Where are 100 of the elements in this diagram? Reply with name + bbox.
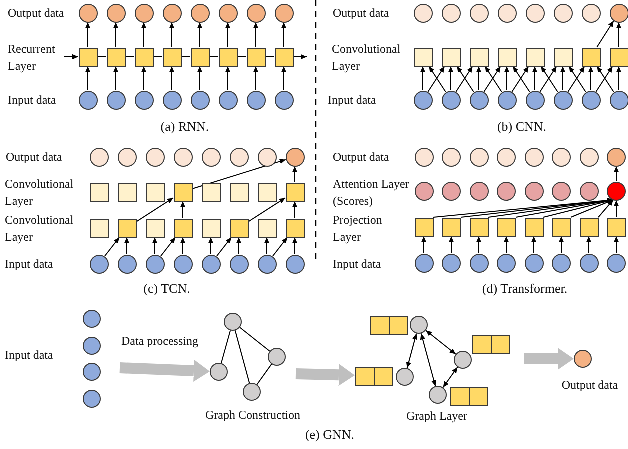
neuron-circle	[470, 4, 488, 22]
arrow	[225, 66, 231, 91]
neuron-circle	[286, 148, 304, 166]
arrow	[113, 22, 119, 48]
unit-square	[146, 218, 164, 238]
arrow	[113, 66, 119, 91]
neuron-circle	[286, 254, 304, 274]
neuron-circle	[526, 90, 544, 110]
row-label: Convolutional Layer	[5, 212, 75, 246]
arrow	[141, 22, 147, 48]
neuron-circle	[246, 4, 266, 22]
neuron-circle	[90, 148, 108, 166]
neuron-circle	[580, 254, 598, 272]
neuron-circle	[414, 90, 432, 110]
arrow	[160, 237, 176, 257]
row-label: Recurrent Layer	[8, 41, 56, 75]
arrow	[64, 54, 79, 60]
edge-label: Data processing	[122, 334, 198, 349]
neuron-circle	[414, 182, 434, 200]
row-label: Output data	[8, 5, 66, 22]
arrow	[588, 66, 594, 91]
arrow	[531, 236, 537, 254]
arrow	[532, 66, 538, 91]
row-label: Output data	[6, 149, 64, 166]
unit-square	[554, 48, 572, 66]
unit-square	[470, 218, 488, 236]
neuron-circle	[526, 4, 544, 22]
arrow	[560, 66, 566, 91]
feature-vector-bar	[472, 334, 510, 354]
neuron-circle	[106, 90, 126, 110]
neuron-circle	[218, 4, 238, 22]
row-label: Input data	[333, 256, 382, 273]
neuron-circle	[258, 254, 276, 274]
neuron-circle	[454, 351, 472, 369]
unit-square	[607, 218, 626, 236]
arrow	[169, 66, 175, 91]
arrow	[281, 22, 287, 48]
arrow	[208, 237, 214, 255]
block-arrow	[524, 348, 574, 370]
feature-vector-bar	[355, 366, 393, 386]
connector-line	[209, 56, 219, 58]
panel-caption: (b) CNN.	[496, 118, 548, 135]
neuron-circle	[90, 254, 108, 274]
arrow	[152, 237, 158, 255]
arrow	[293, 54, 308, 60]
panel-caption: (e) GNN.	[304, 426, 356, 443]
neuron-circle	[552, 182, 571, 200]
arrow	[264, 237, 270, 255]
neuron-circle	[190, 90, 210, 110]
block-arrow	[296, 364, 355, 386]
block-arrow	[120, 360, 210, 382]
arrow	[248, 198, 286, 222]
row-label: Output data	[560, 377, 620, 394]
unit-square	[230, 182, 248, 202]
unit-square	[524, 218, 544, 236]
neuron-circle	[554, 90, 572, 110]
neuron-circle	[610, 4, 628, 22]
neuron-circle	[442, 4, 460, 22]
neuron-circle	[582, 90, 600, 110]
arrow	[448, 66, 454, 91]
row-label: Input data	[5, 347, 54, 364]
unit-square	[218, 48, 238, 66]
unit-square	[442, 218, 461, 236]
unit-square	[286, 218, 304, 238]
neuron-circle	[442, 182, 461, 200]
arrow	[426, 330, 456, 355]
neuron-circle	[83, 310, 101, 328]
row-label: Graph Layer	[406, 408, 468, 425]
arrow	[197, 66, 203, 91]
arrow	[292, 201, 298, 219]
neuron-circle	[243, 383, 261, 401]
row-label: Input data	[328, 92, 378, 109]
neuron-circle	[470, 254, 488, 272]
neuron-circle	[498, 90, 516, 110]
arrow	[558, 236, 564, 254]
arrow	[598, 200, 614, 218]
arrow	[476, 66, 482, 91]
unit-square	[134, 48, 154, 66]
connector-line	[125, 56, 135, 58]
neuron-circle	[146, 148, 164, 166]
neuron-circle	[524, 254, 544, 272]
neuron-circle	[497, 148, 516, 166]
row-label: Convolutional Layer	[5, 176, 75, 210]
panel-caption: (c) TCN.	[142, 280, 192, 297]
neuron-circle	[230, 148, 248, 166]
neuron-circle	[246, 90, 266, 110]
neuron-circle	[274, 4, 294, 22]
neuron-circle	[442, 148, 461, 166]
arrow	[421, 236, 427, 254]
neuron-circle	[174, 148, 192, 166]
arrow	[236, 237, 242, 255]
neuron-circle	[202, 148, 220, 166]
panel-caption: (a) RNN.	[160, 118, 210, 135]
connector-line	[97, 56, 107, 58]
connector-line	[256, 364, 272, 386]
arrow	[616, 66, 622, 91]
unit-square	[118, 218, 136, 238]
neuron-circle	[78, 90, 98, 110]
unit-square	[610, 48, 628, 66]
neuron-circle	[162, 90, 182, 110]
